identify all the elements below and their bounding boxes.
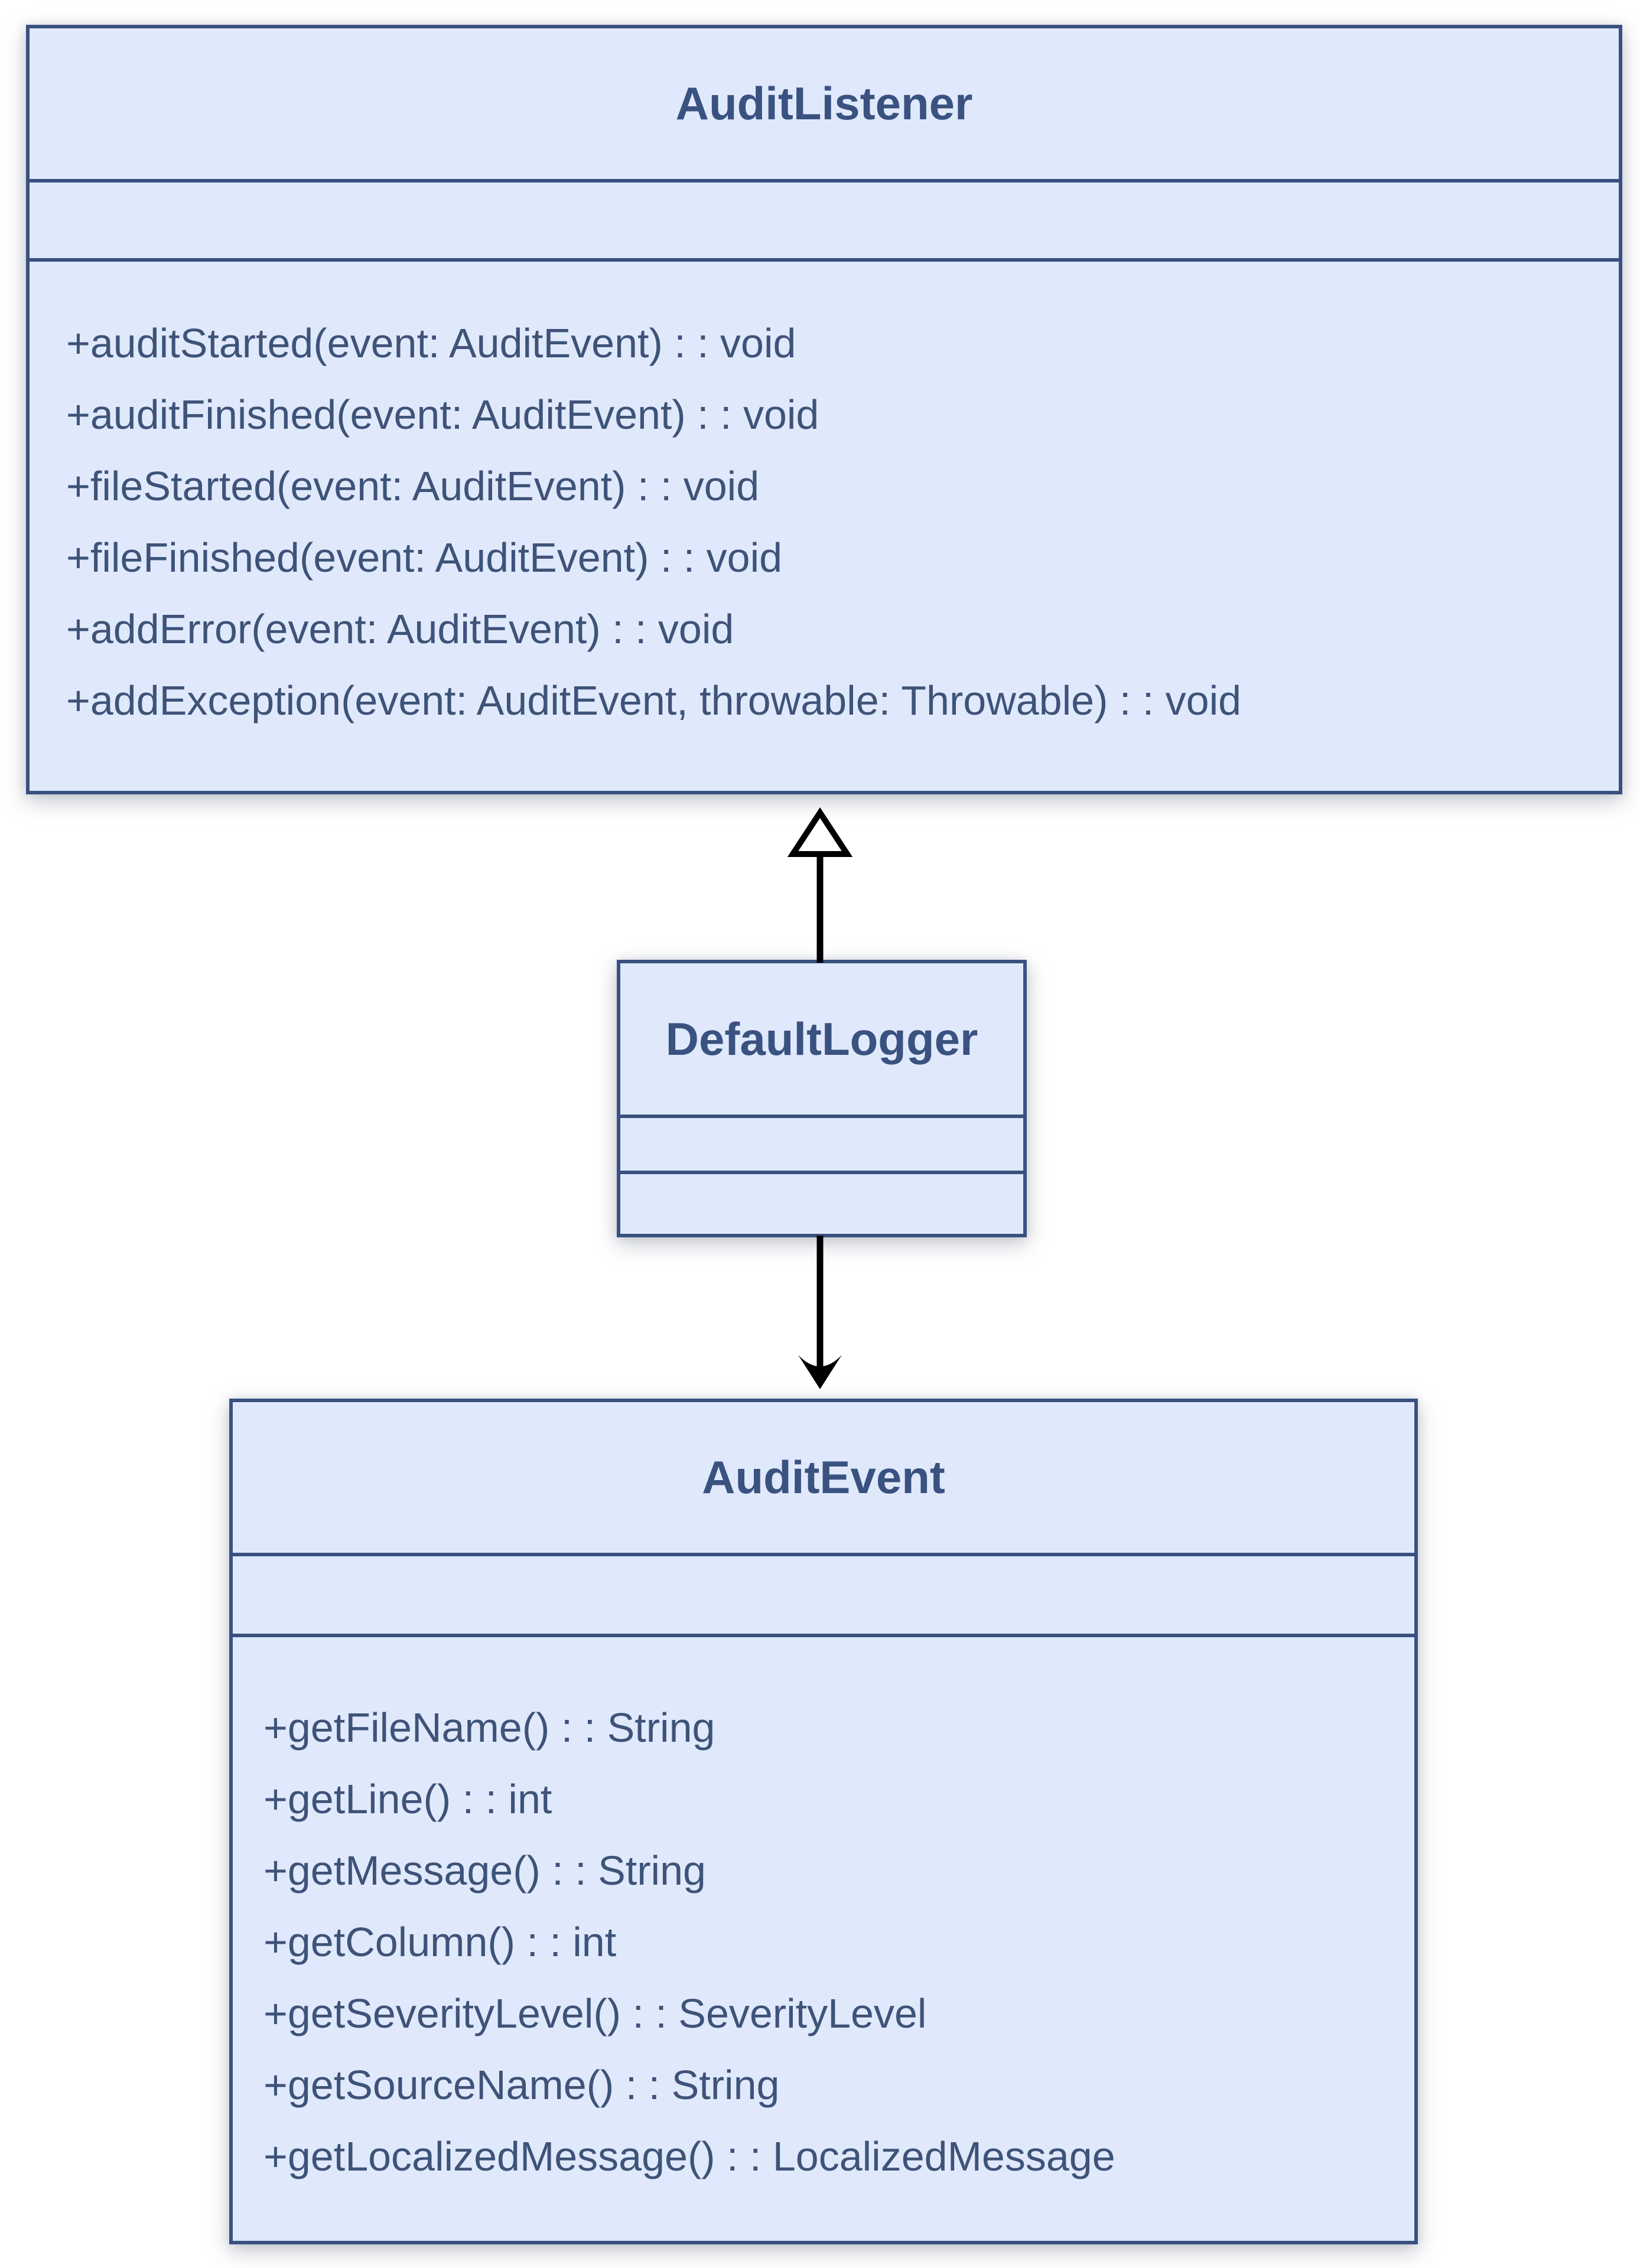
- realization-arrow-defaultlogger-to-auditlistener: [787, 807, 853, 963]
- class-name-defaultlogger: DefaultLogger: [665, 1012, 978, 1065]
- method-item: +getColumn() : : int: [263, 1918, 617, 1965]
- method-item: +auditStarted(event: AuditEvent) : : voi…: [66, 320, 796, 366]
- method-item: +fileFinished(event: AuditEvent) : : voi…: [66, 534, 783, 581]
- method-item: +addException(event: AuditEvent, throwab…: [66, 677, 1242, 724]
- class-name-auditlistener: AuditListener: [675, 77, 973, 129]
- method-item: +getMessage() : : String: [263, 1847, 706, 1894]
- class-title-compartment: AuditEvent: [233, 1402, 1414, 1553]
- class-name-auditevent: AuditEvent: [702, 1451, 945, 1503]
- open-v-arrowhead: [798, 1355, 842, 1389]
- method-item: +getSeverityLevel() : : SeverityLevel: [263, 1990, 927, 2036]
- method-item: +getFileName() : : String: [263, 1704, 715, 1751]
- class-title-compartment: DefaultLogger: [620, 963, 1023, 1115]
- method-item: +getLocalizedMessage() : : LocalizedMess…: [263, 2133, 1115, 2179]
- class-title-compartment: AuditListener: [30, 28, 1619, 179]
- class-box-auditlistener: AuditListener +auditStarted(event: Audit…: [26, 25, 1622, 794]
- class-attributes-compartment: [620, 1115, 1023, 1174]
- method-item: +addError(event: AuditEvent) : : void: [66, 605, 734, 652]
- class-box-auditevent: AuditEvent +getFileName() : : String +ge…: [229, 1399, 1418, 2244]
- class-methods-compartment: +auditStarted(event: AuditEvent) : : voi…: [30, 262, 1619, 791]
- class-methods-compartment: +getFileName() : : String +getLine() : :…: [233, 1637, 1414, 2241]
- class-methods-compartment: [620, 1174, 1023, 1234]
- class-attributes-compartment: [233, 1553, 1414, 1637]
- method-item: +fileStarted(event: AuditEvent) : : void: [66, 462, 760, 509]
- association-arrow-defaultlogger-to-auditevent: [798, 1236, 842, 1389]
- class-attributes-compartment: [30, 179, 1619, 262]
- hollow-triangle-arrowhead: [787, 807, 853, 857]
- method-item: +getLine() : : int: [263, 1775, 552, 1822]
- method-item: +auditFinished(event: AuditEvent) : : vo…: [66, 391, 819, 438]
- class-box-defaultlogger: DefaultLogger: [617, 960, 1027, 1237]
- method-item: +getSourceName() : : String: [263, 2061, 780, 2108]
